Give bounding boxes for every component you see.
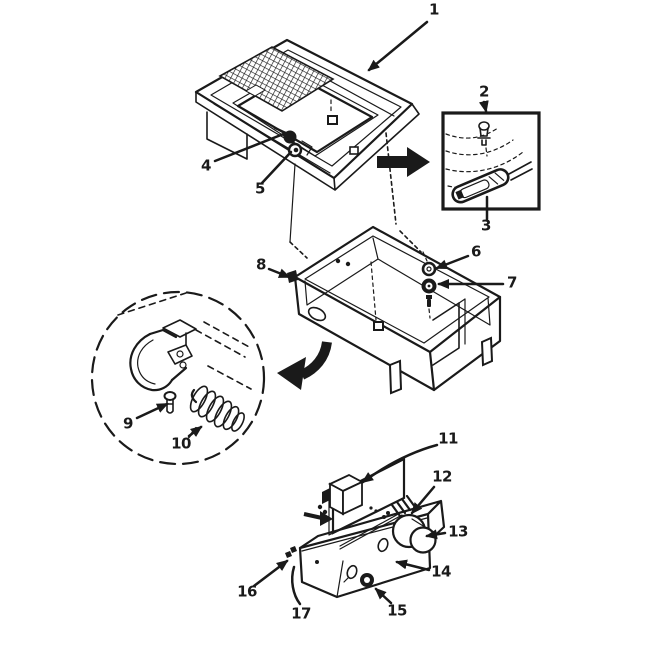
screw-part [163,391,177,414]
switch-part [317,473,364,516]
frame-grid-mesh [218,46,335,112]
bin-divider [432,298,466,366]
callout-leaders [135,20,505,606]
callout-label-2: 2 [479,82,489,101]
callout-label-8: 8 [256,255,266,274]
callout-label-14: 14 [431,562,451,581]
retainer-bracket-part [451,168,510,204]
callout-8-leader [267,267,291,279]
callout-label-3: 3 [481,216,491,235]
screw-hole-marker [327,115,338,125]
callout-5-leader [260,150,293,185]
screw-pair-part [285,546,297,558]
callout-label-1: 1 [429,0,439,19]
callout-15-leader [374,587,393,605]
callout-9-leader [135,402,169,420]
small-arrow-icon [303,511,333,526]
callout-2-leader [478,100,489,113]
callout-1-leader [367,20,429,72]
callout-label-16: 16 [237,582,257,601]
coil-spring-part [187,385,245,439]
callout-17-leader [291,565,302,606]
screw-hole-marker [349,146,359,155]
ice-container-frame [194,38,422,259]
callout-14-leader [395,559,431,572]
magnified-detail-circle [90,290,266,466]
grommet-part [360,573,374,587]
callout-12-leader [410,485,436,515]
callout-label-4: 4 [201,156,211,175]
callout-13-leader [425,529,447,540]
washer-and-grommet-parts [421,251,437,319]
callout-10-leader [187,425,203,438]
clamp-part [129,319,197,392]
curved-arrow-icon [277,341,332,390]
callout-4-leader [213,131,288,163]
callout-label-13: 13 [448,522,468,541]
callout-label-11: 11 [438,429,458,448]
callout-label-17: 17 [291,604,311,623]
callout-6-leader [435,254,470,270]
bearing-and-retainer-parts [273,126,313,158]
connector-part [369,494,417,519]
detail-inset-box [441,111,541,221]
callout-11-leader [361,443,439,484]
wall-hole [307,306,327,322]
motor-part [391,513,437,554]
callout-label-12: 12 [432,467,452,486]
drive-assembly [285,457,446,599]
callout-16-leader [252,559,289,588]
callout-label-5: 5 [255,179,265,198]
callout-label-15: 15 [387,601,407,620]
callout-label-7: 7 [507,273,517,292]
callout-label-10: 10 [171,434,191,453]
ice-bin [287,225,502,395]
callout-label-6: 6 [471,242,481,261]
callout-label-9: 9 [123,414,133,433]
screw-part [477,121,491,157]
detail-arrow-icon [377,147,430,177]
